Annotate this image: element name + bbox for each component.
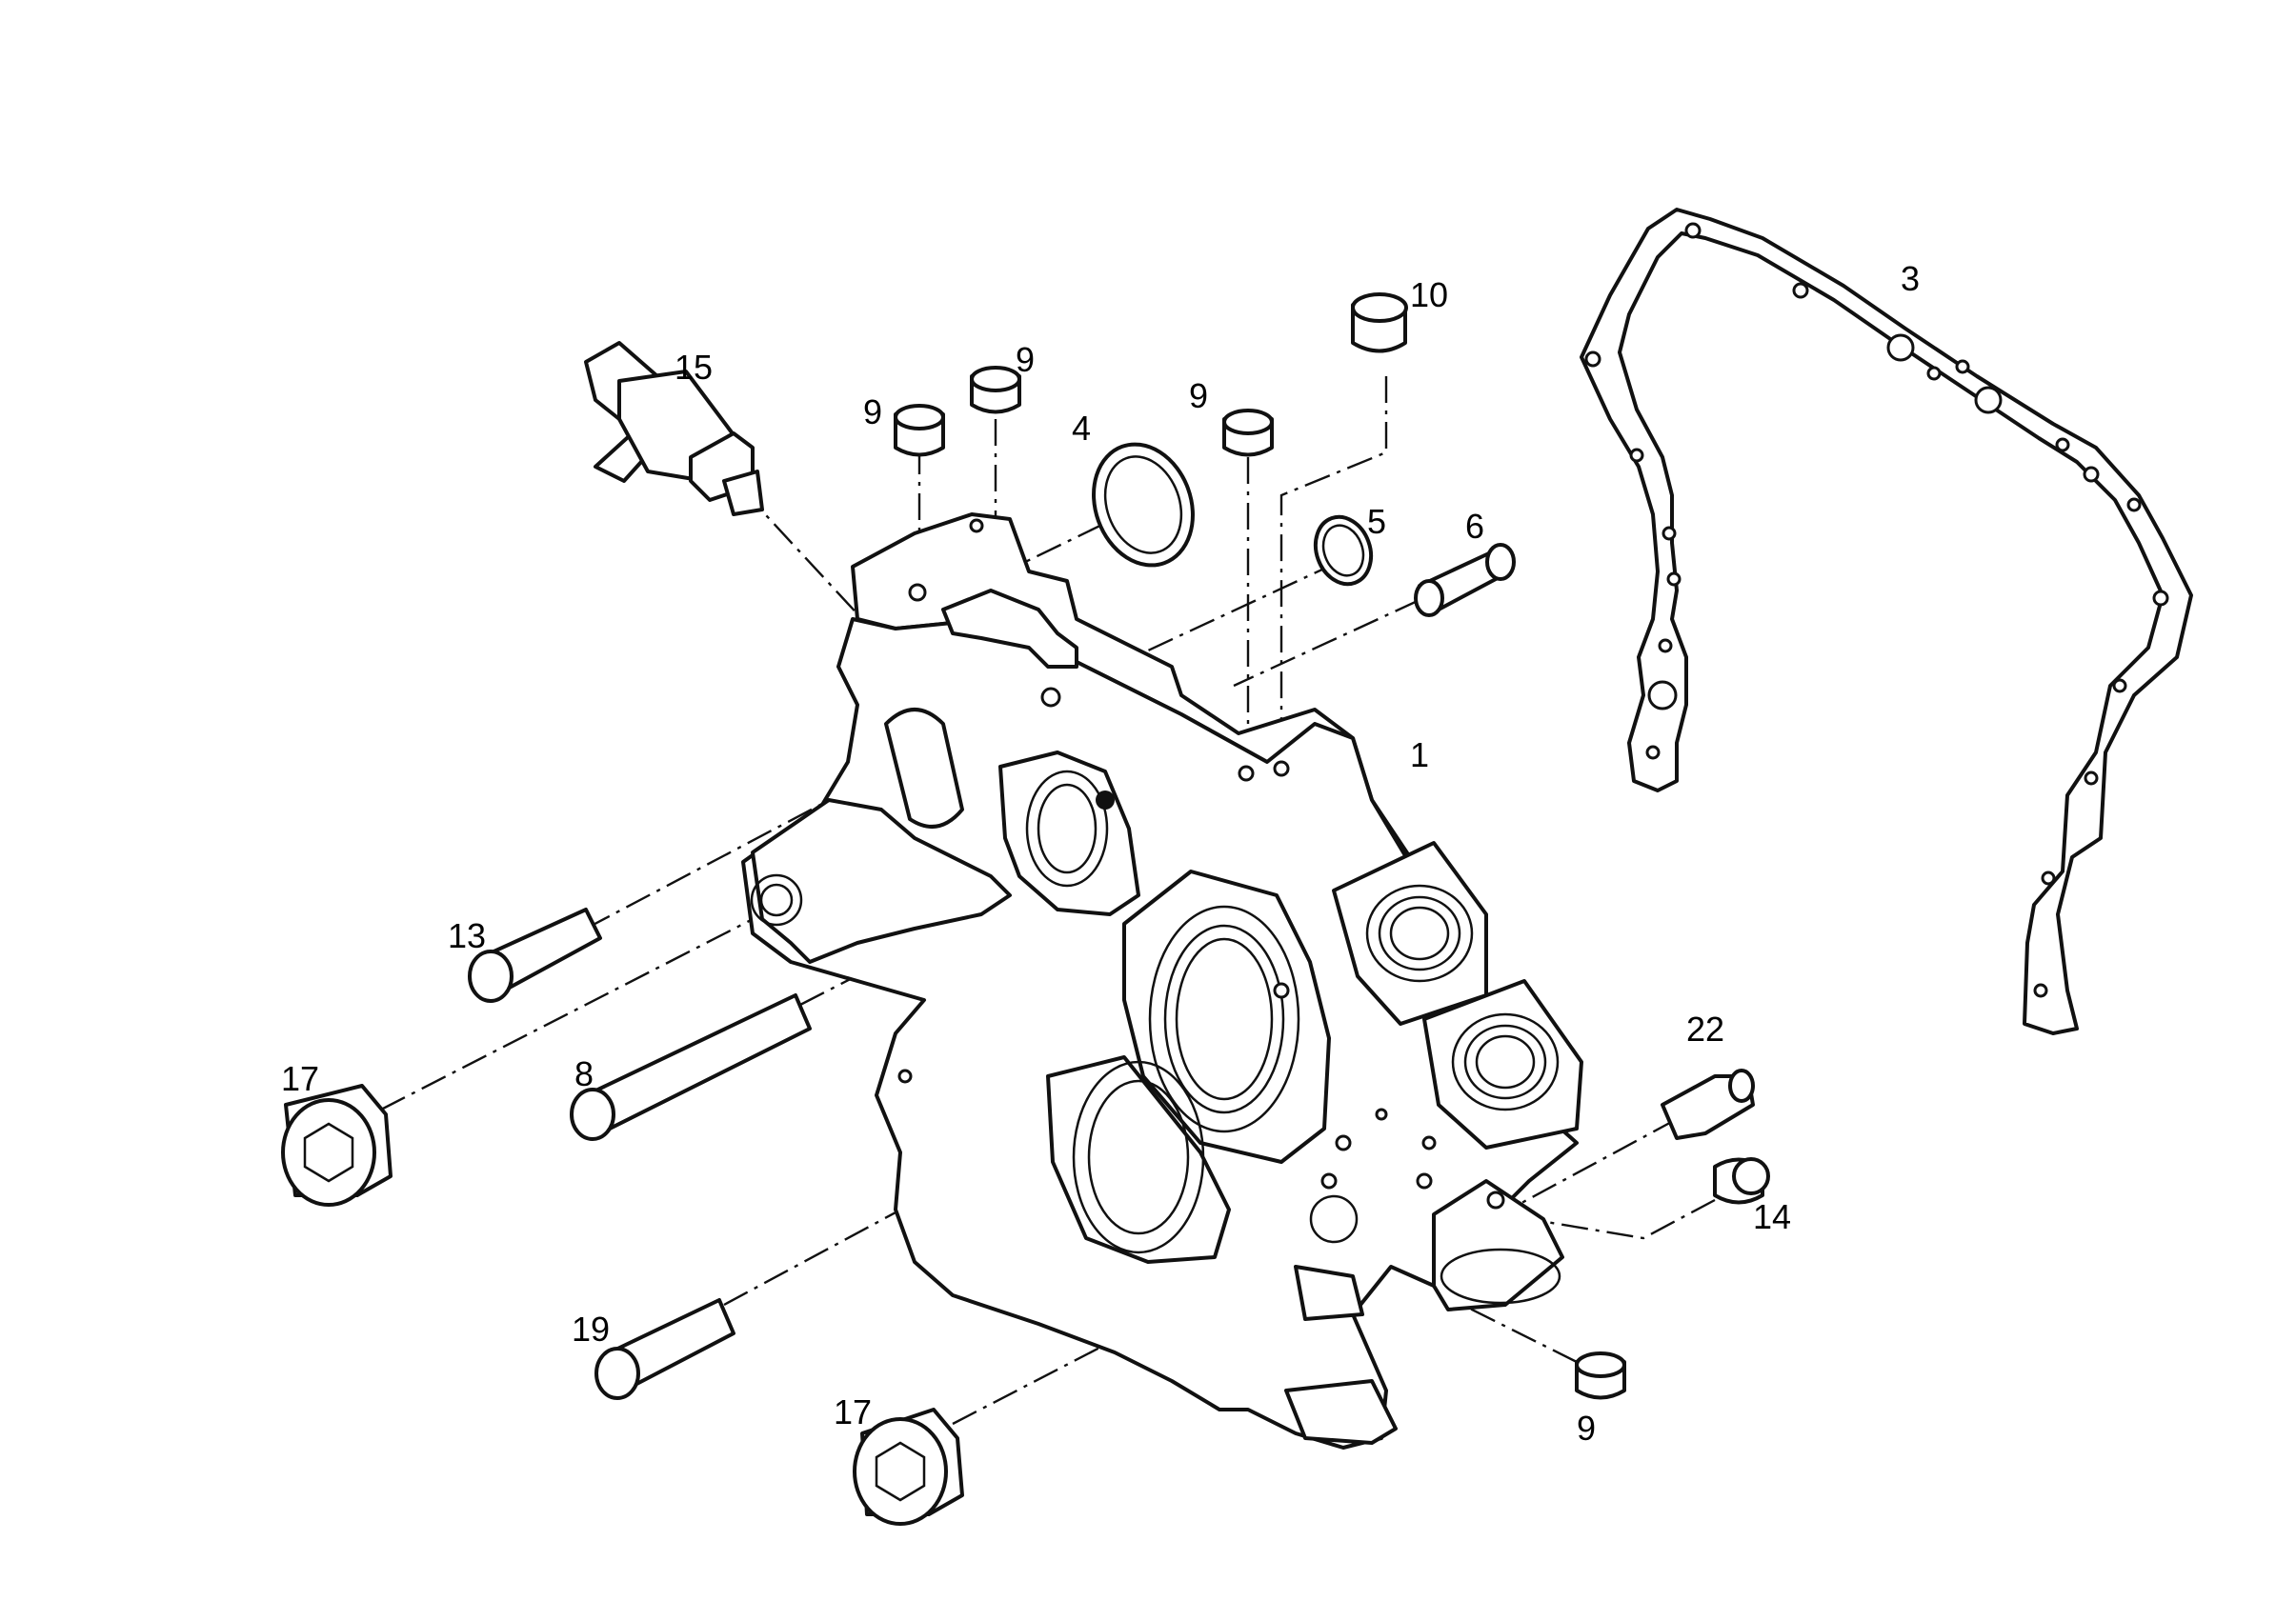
callout-9-d: 9 xyxy=(1577,1409,1596,1448)
callout-22: 22 xyxy=(1686,1010,1724,1049)
fittings-lower xyxy=(1575,1069,1770,1400)
callout-15: 15 xyxy=(675,348,713,387)
callout-19: 19 xyxy=(572,1310,610,1349)
callout-9-c: 9 xyxy=(1189,376,1208,415)
screws xyxy=(468,908,812,1400)
callout-1: 1 xyxy=(1410,735,1429,774)
callout-labels: 15 9 9 4 9 10 5 6 3 1 13 17 8 22 14 19 1… xyxy=(281,259,1920,1448)
sleeve-part-6 xyxy=(1414,543,1516,617)
callout-5: 5 xyxy=(1367,502,1386,541)
callout-3: 3 xyxy=(1901,259,1920,298)
callout-8: 8 xyxy=(574,1054,594,1093)
gasket-part-3 xyxy=(1580,208,2193,1035)
callout-6: 6 xyxy=(1465,507,1484,546)
callout-17-b: 17 xyxy=(834,1392,872,1431)
callout-9-a: 9 xyxy=(863,392,882,431)
callout-4: 4 xyxy=(1072,409,1091,448)
plugs-top xyxy=(894,292,1408,457)
callout-10: 10 xyxy=(1410,275,1448,314)
callout-9-b: 9 xyxy=(1016,340,1035,379)
gear-housing-part-1 xyxy=(741,512,1583,1450)
callout-17-a: 17 xyxy=(281,1059,319,1098)
sensor-part-15 xyxy=(584,341,764,516)
o-rings xyxy=(1092,442,1374,587)
callout-14: 14 xyxy=(1753,1197,1791,1236)
plugs-17 xyxy=(281,1084,964,1526)
callout-13: 13 xyxy=(448,916,486,955)
